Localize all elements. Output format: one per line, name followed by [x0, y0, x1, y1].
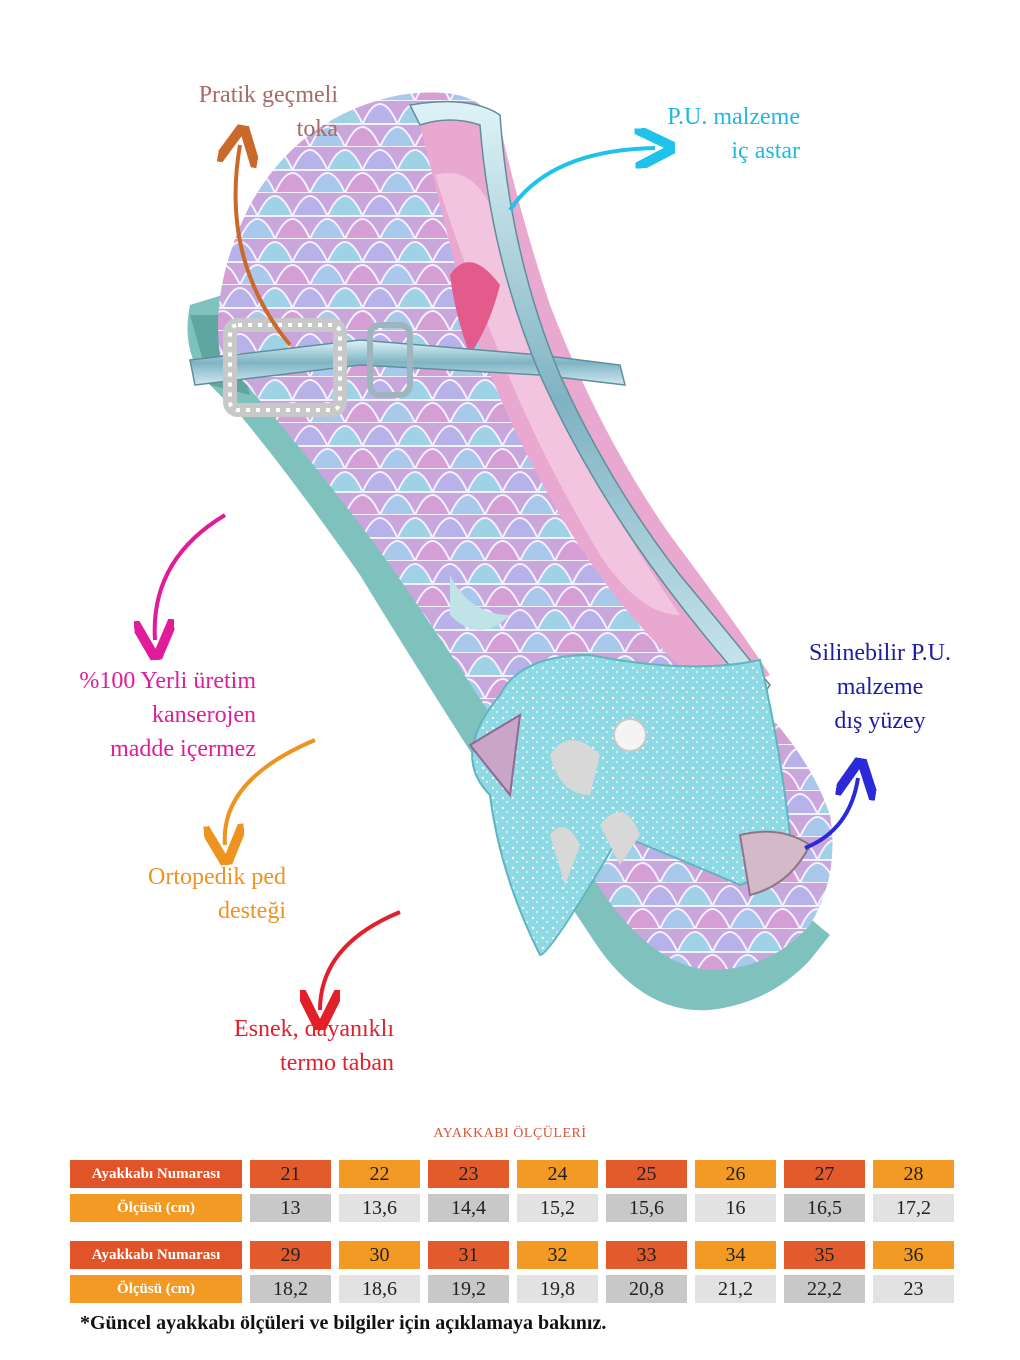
cm-cell: 18,2: [250, 1275, 331, 1303]
cm-cell: 16,5: [784, 1194, 865, 1222]
size-row-label: Ayakkabı Numarası: [70, 1241, 242, 1269]
cm-row-label: Ölçüsü (cm): [70, 1275, 242, 1303]
cm-row: Ölçüsü (cm) 13 13,6 14,4 15,2 15,6 16 16…: [70, 1194, 960, 1222]
size-cell: 27: [784, 1160, 865, 1188]
size-table-1: Ayakkabı Numarası 21 22 23 24 25 26 27 2…: [70, 1160, 960, 1228]
size-cell: 26: [695, 1160, 776, 1188]
size-row: Ayakkabı Numarası 29 30 31 32 33 34 35 3…: [70, 1241, 960, 1269]
cm-cell: 13,6: [339, 1194, 420, 1222]
cm-cell: 14,4: [428, 1194, 509, 1222]
size-row-label: Ayakkabı Numarası: [70, 1160, 242, 1188]
callout-local-production: %100 Yerli üretim kanserojen madde içerm…: [79, 668, 256, 762]
cm-cell: 21,2: [695, 1275, 776, 1303]
cm-cell: 17,2: [873, 1194, 954, 1222]
cm-cell: 13: [250, 1194, 331, 1222]
callout-outer-surface: Silinebilir P.U. malzeme dış yüzey: [808, 640, 952, 734]
size-cell: 24: [517, 1160, 598, 1188]
size-cell: 36: [873, 1241, 954, 1269]
size-cell: 35: [784, 1241, 865, 1269]
cm-cell: 15,2: [517, 1194, 598, 1222]
cm-row-label: Ölçüsü (cm): [70, 1194, 242, 1222]
shoe-product-image: [187, 92, 833, 1011]
size-cell: 21: [250, 1160, 331, 1188]
cm-cell: 20,8: [606, 1275, 687, 1303]
callout-orthopedic: Ortopedik ped desteği: [148, 864, 286, 924]
size-cell: 22: [339, 1160, 420, 1188]
cm-cell: 15,6: [606, 1194, 687, 1222]
callout-lining: P.U. malzeme iç astar: [667, 104, 800, 164]
cm-cell: 16: [695, 1194, 776, 1222]
callout-sole: Esnek, dayanıklı termo taban: [234, 1016, 394, 1076]
size-cell: 25: [606, 1160, 687, 1188]
size-table-2: Ayakkabı Numarası 29 30 31 32 33 34 35 3…: [70, 1241, 960, 1309]
size-cell: 29: [250, 1241, 331, 1269]
size-cell: 30: [339, 1241, 420, 1269]
cm-cell: 19,2: [428, 1275, 509, 1303]
footnote: *Güncel ayakkabı ölçüleri ve bilgiler iç…: [80, 1312, 607, 1334]
size-cell: 32: [517, 1241, 598, 1269]
size-row: Ayakkabı Numarası 21 22 23 24 25 26 27 2…: [70, 1160, 960, 1188]
cm-row: Ölçüsü (cm) 18,2 18,6 19,2 19,8 20,8 21,…: [70, 1275, 960, 1303]
size-cell: 31: [428, 1241, 509, 1269]
size-cell: 23: [428, 1160, 509, 1188]
cm-cell: 18,6: [339, 1275, 420, 1303]
size-cell: 33: [606, 1241, 687, 1269]
size-chart-title: AYAKKABI ÖLÇÜLERİ: [433, 1126, 587, 1141]
callout-buckle: Pratik geçmeli toka: [198, 82, 338, 142]
cm-cell: 19,8: [517, 1275, 598, 1303]
cm-cell: 22,2: [784, 1275, 865, 1303]
size-cell: 34: [695, 1241, 776, 1269]
size-cell: 28: [873, 1160, 954, 1188]
cm-cell: 23: [873, 1275, 954, 1303]
